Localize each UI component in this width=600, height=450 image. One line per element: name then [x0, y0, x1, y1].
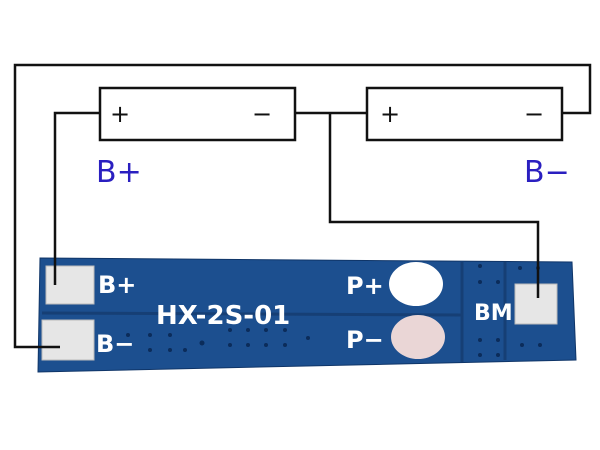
bms-board: B+ B− HX-2S-01 P+ P− BM [37, 257, 577, 373]
pad-b-plus [45, 265, 95, 305]
wire-pack-negative [13, 63, 592, 349]
silk-p-plus: P+ [346, 272, 384, 300]
wire-balance [328, 113, 540, 298]
silk-b-plus: B+ [98, 271, 136, 299]
pack-positive-label: B+ [96, 155, 142, 190]
wires [13, 63, 592, 349]
cell-2-plus: + [380, 100, 400, 128]
battery-cell-1: + − [98, 86, 297, 142]
pad-b-minus [41, 319, 95, 361]
pack-negative-label: B− [524, 155, 570, 190]
battery-cell-2: + − [365, 86, 564, 142]
silk-p-minus: P− [346, 326, 384, 354]
board-model: HX-2S-01 [156, 301, 290, 331]
pad-bm [514, 283, 558, 325]
cell-1-plus: + [110, 100, 130, 128]
wire-pack-positive [53, 111, 100, 285]
silk-bm: BM [474, 301, 513, 326]
cell-1-minus: − [252, 100, 272, 128]
pad-p-minus [391, 315, 445, 359]
silk-b-minus: B− [96, 330, 134, 358]
cell-2-minus: − [524, 100, 544, 128]
pad-p-plus [389, 262, 443, 306]
